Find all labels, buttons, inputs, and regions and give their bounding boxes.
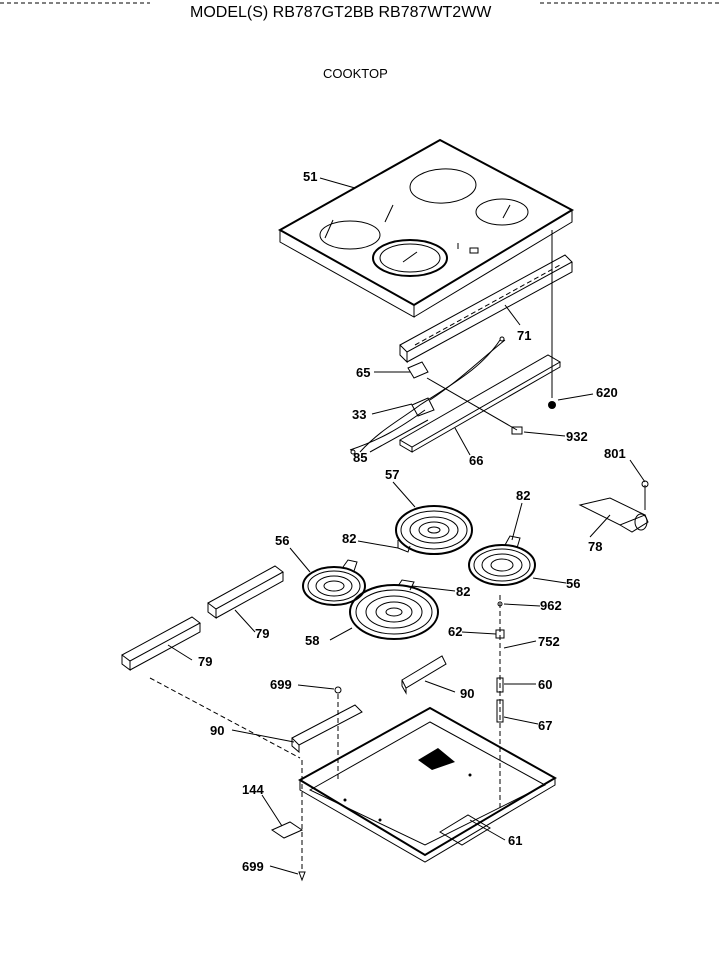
- callout-65: 65: [356, 365, 370, 380]
- part-79-trim-upper: [207, 565, 284, 619]
- callout-62: 62: [448, 624, 462, 639]
- part-90-bracket-center: [401, 655, 447, 695]
- part-90-bracket-left: [291, 704, 363, 754]
- part-79-trim-lower: [121, 616, 201, 671]
- callout-66: 66: [469, 453, 483, 468]
- callout-144: 144: [242, 782, 264, 797]
- part-620-screw: [548, 230, 556, 409]
- callout-61: 61: [508, 833, 522, 848]
- callout-962: 962: [540, 598, 562, 613]
- callout-56-left: 56: [275, 533, 289, 548]
- callout-51: 51: [303, 169, 317, 184]
- callout-79-lower: 79: [198, 654, 212, 669]
- callout-90-left: 90: [210, 723, 224, 738]
- model-header: MODEL(S) RB787GT2BB RB787WT2WW: [190, 4, 492, 21]
- callout-82-center: 82: [342, 531, 356, 546]
- part-56-right-burner: [468, 535, 536, 586]
- callout-57: 57: [385, 467, 399, 482]
- trim-dash-connector: [149, 677, 301, 759]
- callout-752: 752: [538, 634, 560, 649]
- callout-699-lower: 699: [242, 859, 264, 874]
- callout-56-right: 56: [566, 576, 580, 591]
- callout-932: 932: [566, 429, 588, 444]
- callout-67: 67: [538, 718, 552, 733]
- part-932-screw: [426, 377, 523, 435]
- part-144-clip: [270, 821, 304, 839]
- part-699-screw-lower: [298, 760, 306, 882]
- part-58-burner: [349, 579, 439, 640]
- part-57-burner: [395, 505, 473, 555]
- callout-78: 78: [588, 539, 602, 554]
- callout-60: 60: [538, 677, 552, 692]
- part-71-side-rail: [399, 254, 573, 364]
- part-65-33-85-wiring: [349, 336, 506, 455]
- part-56-left-burner: [302, 559, 366, 606]
- callout-90-center: 90: [460, 686, 474, 701]
- callouts: 51 71 65 620 33 932 85 66 801 57 82 82 5…: [167, 169, 646, 875]
- callout-801: 801: [604, 446, 626, 461]
- part-hardware-stack: [495, 595, 505, 808]
- callout-33: 33: [352, 407, 366, 422]
- part-66-bracket: [399, 354, 561, 453]
- callout-58: 58: [305, 633, 319, 648]
- part-61-bottom-pan: [297, 706, 558, 863]
- callout-699-upper: 699: [270, 677, 292, 692]
- part-78-terminal-block: [578, 480, 649, 533]
- callout-85: 85: [353, 450, 367, 465]
- callout-79-upper: 79: [255, 626, 269, 641]
- section-title: COOKTOP: [323, 66, 388, 81]
- part-699-screw-upper: [334, 686, 342, 780]
- part-51-glass-cooktop: [277, 138, 575, 318]
- callout-82-right: 82: [516, 488, 530, 503]
- callout-71: 71: [517, 328, 531, 343]
- callout-82-lower: 82: [456, 584, 470, 599]
- callout-620: 620: [596, 385, 618, 400]
